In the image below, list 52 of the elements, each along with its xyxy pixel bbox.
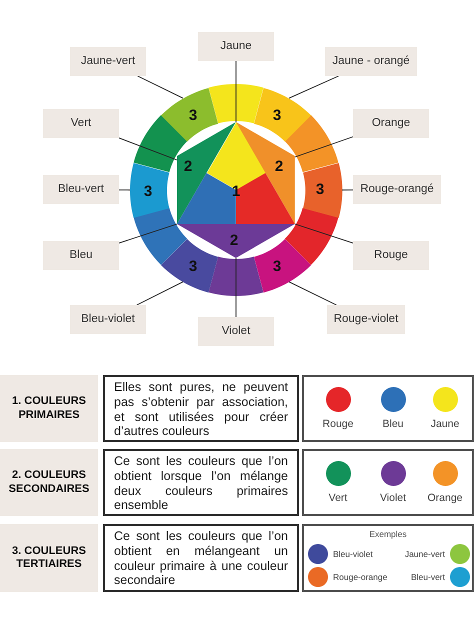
- color-name: Rouge-orange: [333, 570, 388, 584]
- label-box: Violet: [198, 317, 274, 346]
- tier-number: 3: [188, 258, 198, 276]
- tier-number: 3: [272, 258, 282, 276]
- leader-line: [118, 138, 178, 160]
- tier-number: 3: [314, 180, 326, 199]
- category-heading: 1. COULEURS PRIMAIRES: [0, 375, 98, 442]
- swatch-panel: [302, 375, 474, 442]
- label-box: Jaune-vert: [70, 47, 146, 76]
- tier-number: 2: [228, 231, 240, 249]
- color-name: Vert: [328, 491, 348, 506]
- label-box: Jaune: [198, 32, 274, 61]
- label-box: Rouge-orangé: [353, 175, 441, 204]
- color-name: Bleu: [382, 417, 404, 432]
- category-heading: 2. COULEURS SECONDAIRES: [0, 449, 98, 516]
- leader-line: [118, 189, 130, 190]
- label-box: Bleu: [43, 241, 119, 270]
- category-heading: 3. COULEURS TERTIAIRES: [0, 524, 98, 592]
- leader-line: [288, 281, 337, 306]
- tier-number: 1: [230, 182, 242, 200]
- color-name: Jaune: [430, 417, 460, 432]
- color-name: Orange: [427, 491, 463, 506]
- tier-number: 3: [188, 106, 198, 125]
- leader-line: [294, 224, 354, 244]
- label-box: Vert: [43, 109, 119, 138]
- label-box: Rouge: [353, 241, 429, 270]
- leader-line: [136, 281, 184, 306]
- description-text: Elles sont pures, ne peuvent pas s’obtenir par association, et sont utilisées pour créer d’autres couleurs: [103, 375, 299, 442]
- color-name: Jaune-vert: [404, 548, 445, 560]
- tier-number: 3: [142, 182, 154, 201]
- panel-heading: Exemples: [368, 528, 408, 541]
- leader-line: [294, 136, 354, 158]
- description-text: Ce sont les couleurs que l’on obtient en mélangeant un couleur primaire à une couleur secondaire: [103, 524, 299, 592]
- swatch-panel: [302, 524, 474, 592]
- description-text: Ce sont les couleurs que l’on obtient lorsque l’on mélange deux couleurs primaires ensemble: [103, 449, 299, 516]
- swatch-panel: [302, 449, 474, 516]
- color-name: Bleu-violet: [333, 548, 373, 560]
- leader-line: [118, 224, 178, 244]
- label-box: Jaune - orangé: [325, 47, 417, 76]
- label-box: Rouge-violet: [327, 305, 405, 334]
- label-box: Bleu-vert: [43, 175, 119, 204]
- color-name: Bleu-vert: [410, 570, 445, 584]
- color-name: Violet: [380, 491, 406, 506]
- leader-line: [137, 76, 184, 99]
- tier-number: 2: [182, 157, 194, 175]
- label-box: Orange: [353, 109, 429, 138]
- label-box: Bleu-violet: [70, 305, 146, 334]
- leader-line: [342, 189, 354, 190]
- color-name: Rouge: [322, 417, 354, 432]
- tier-number: 3: [272, 106, 282, 125]
- tier-number: 2: [274, 157, 284, 175]
- leader-line: [288, 76, 340, 99]
